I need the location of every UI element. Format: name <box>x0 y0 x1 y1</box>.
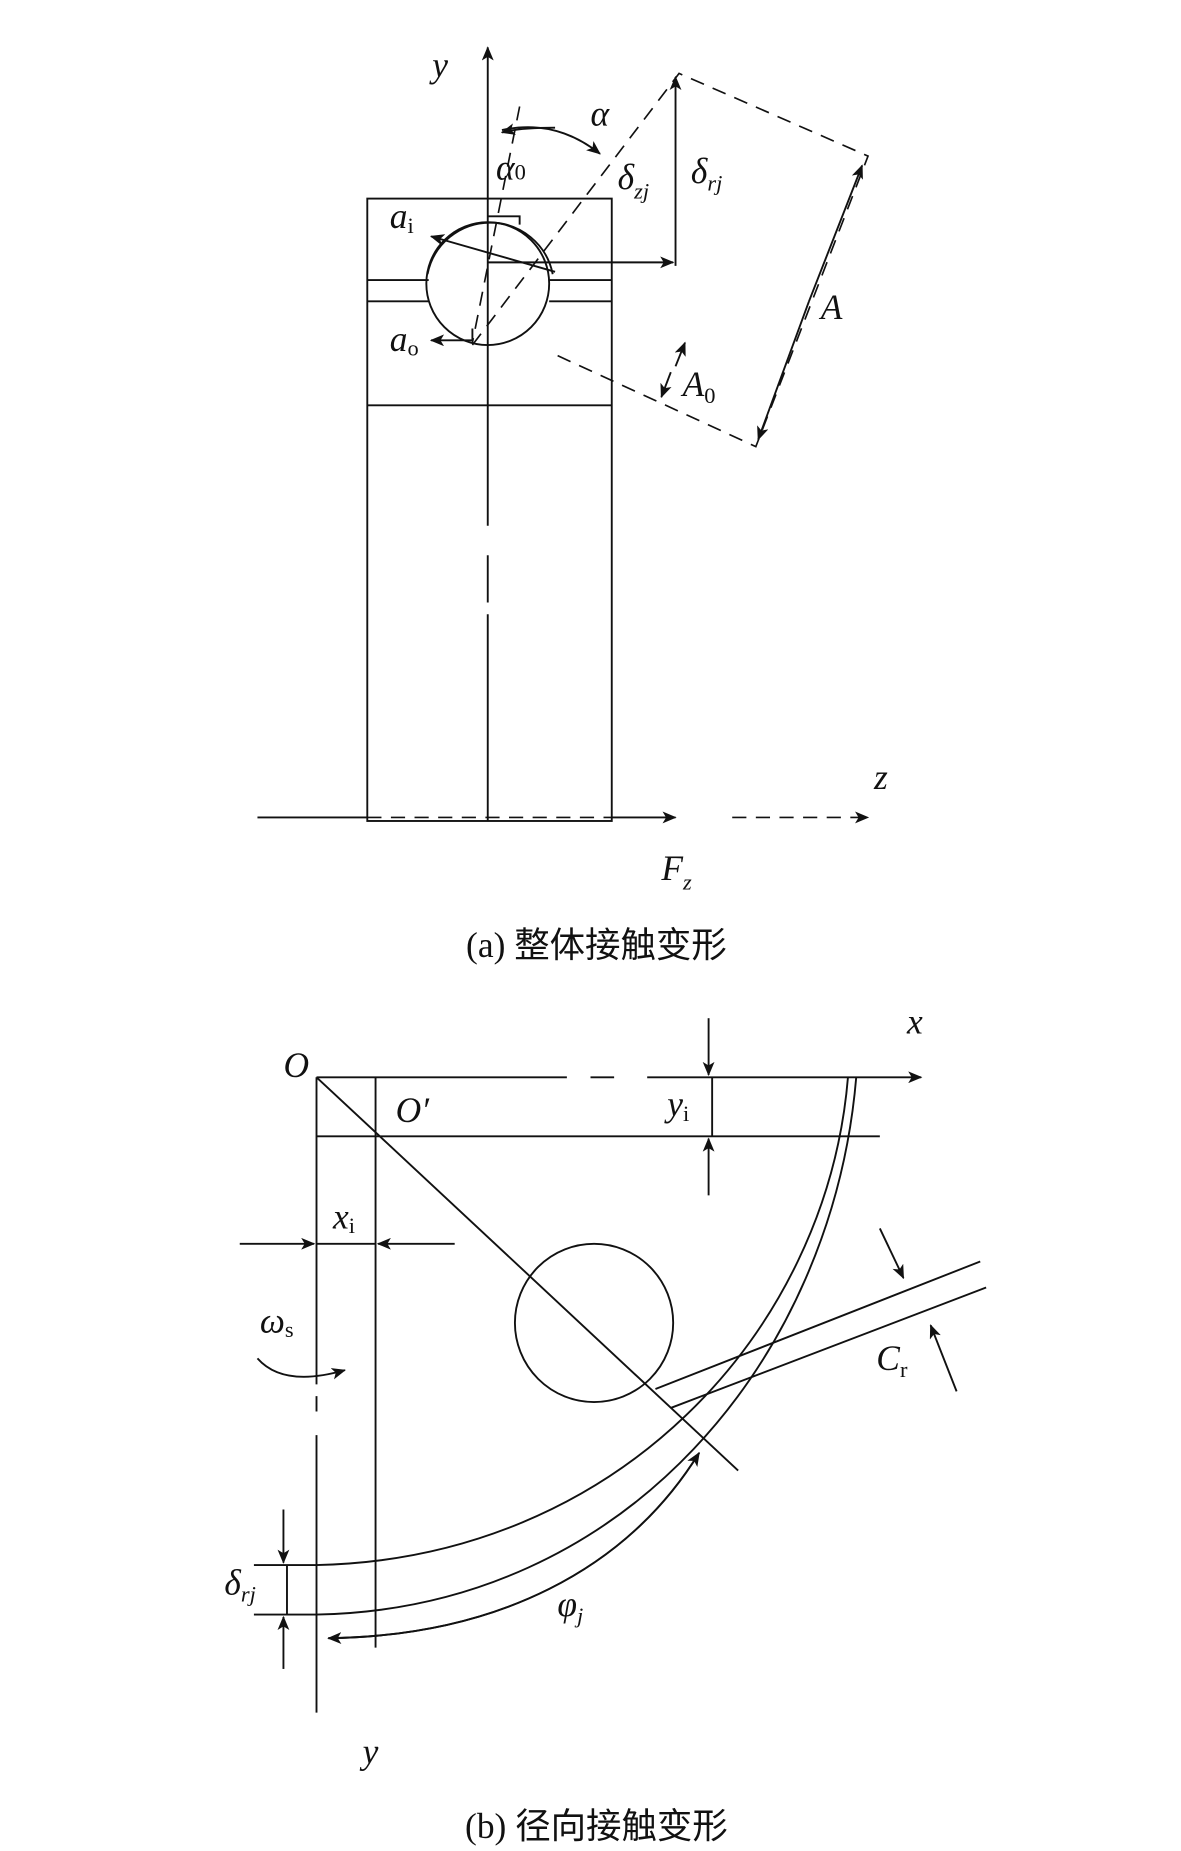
A0-arrow-down <box>660 371 672 399</box>
contact-line-1 <box>655 1260 981 1390</box>
label-ao: ao <box>390 319 419 361</box>
label-Fz: Fz <box>660 848 692 894</box>
figure-b: O O′ x y yi xi ωs Cr φj δrj (b) 径向接触变形 <box>224 1002 987 1846</box>
ai-arrow <box>429 234 556 273</box>
label-O-prime: O′ <box>396 1090 431 1130</box>
label-phi: φj <box>557 1584 583 1628</box>
bearing-section <box>366 197 613 822</box>
label-y: y <box>429 45 448 85</box>
label-alpha0: α0 <box>496 148 526 188</box>
cr-arrow-up <box>929 1324 958 1392</box>
label-delta-rj: δrj <box>224 1563 255 1607</box>
contact-line-2 <box>670 1286 987 1409</box>
A-arrow-down <box>757 301 810 441</box>
caption-a: (a) 整体接触变形 <box>466 925 727 965</box>
alpha-arrow <box>501 126 601 155</box>
ball <box>513 1242 675 1403</box>
caption-b: (b) 径向接触变形 <box>465 1806 728 1846</box>
omega-arrow <box>256 1357 346 1380</box>
label-y: y <box>360 1731 379 1771</box>
inner-race-arc <box>426 221 554 275</box>
A-arrow-up <box>808 164 864 302</box>
inner-race-arc <box>316 1077 858 1616</box>
label-x: x <box>906 1002 923 1042</box>
label-yi: yi <box>664 1084 689 1126</box>
alpha-arrow-back <box>500 123 556 135</box>
label-ai: ai <box>390 196 414 238</box>
ao-arrow <box>429 328 474 347</box>
diagonal-line <box>315 1076 739 1472</box>
phi-arrow-end <box>328 1451 700 1640</box>
cr-arrow-down <box>878 1228 905 1280</box>
A0-arrow-up <box>674 341 686 367</box>
alpha0-marker <box>487 215 521 225</box>
label-Cr: Cr <box>876 1338 908 1382</box>
label-A: A <box>819 287 843 327</box>
label-xi: xi <box>332 1196 355 1238</box>
ring-groove <box>367 279 612 303</box>
label-delta-zj: δzj <box>618 157 649 203</box>
label-omega: ωs <box>260 1300 294 1342</box>
outer-race-arc <box>316 1077 849 1566</box>
label-alpha: α <box>591 93 611 133</box>
figure-a: y z α α0 δzj δrj ai ao A A0 Fz (a) 整体接触变… <box>257 45 888 965</box>
label-A0: A0 <box>681 364 716 408</box>
delta-rj-bar <box>253 1564 317 1616</box>
label-delta-rj: δrj <box>691 151 722 195</box>
label-z: z <box>873 757 888 797</box>
label-O: O <box>283 1045 309 1085</box>
initial-contact-line <box>471 106 521 343</box>
contact-dashed-box <box>471 72 870 448</box>
phi-arrow <box>327 1452 700 1644</box>
